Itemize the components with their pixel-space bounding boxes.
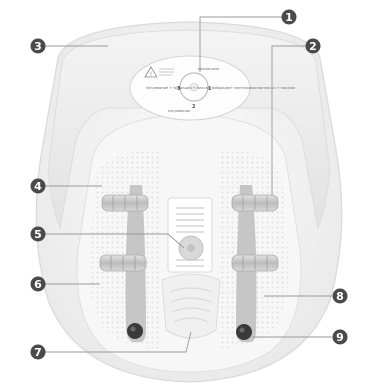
dial-label-off: выключено — [198, 67, 219, 71]
callout-1-number: 1 — [285, 11, 293, 24]
drain-plug-shine — [131, 327, 136, 332]
roller-massager — [102, 195, 148, 211]
callout-9-number: 9 — [336, 331, 344, 344]
dial-number-1: 1 — [208, 86, 212, 92]
callout-3-number: 3 — [34, 40, 42, 53]
drain-plug — [236, 324, 252, 340]
water-grille — [168, 198, 212, 272]
heel-pad — [162, 274, 220, 338]
roller-massager — [232, 195, 278, 211]
dial-number-3: 3 — [177, 86, 181, 92]
warning-mark: ! — [150, 71, 152, 78]
callout-8-number: 8 — [336, 290, 344, 303]
jet-nozzle-center — [187, 244, 195, 252]
dial-label-bottom: нагревание — [168, 109, 191, 113]
callout-2-number: 2 — [309, 40, 317, 53]
callout-5-number: 5 — [34, 228, 42, 241]
drain-plug-shine — [240, 328, 245, 333]
callout-4-number: 4 — [34, 180, 42, 193]
roller-massager — [100, 255, 146, 271]
massage-dots-left — [89, 148, 160, 350]
callout-7-number: 7 — [34, 346, 42, 359]
roller-massager — [232, 255, 278, 271]
drain-plug — [127, 323, 143, 339]
dial-label-right: вибрация+ ментоловая ванночка + массаж — [212, 86, 296, 90]
dial-number-2: 2 — [192, 104, 196, 110]
callout-6-number: 6 — [34, 278, 42, 291]
